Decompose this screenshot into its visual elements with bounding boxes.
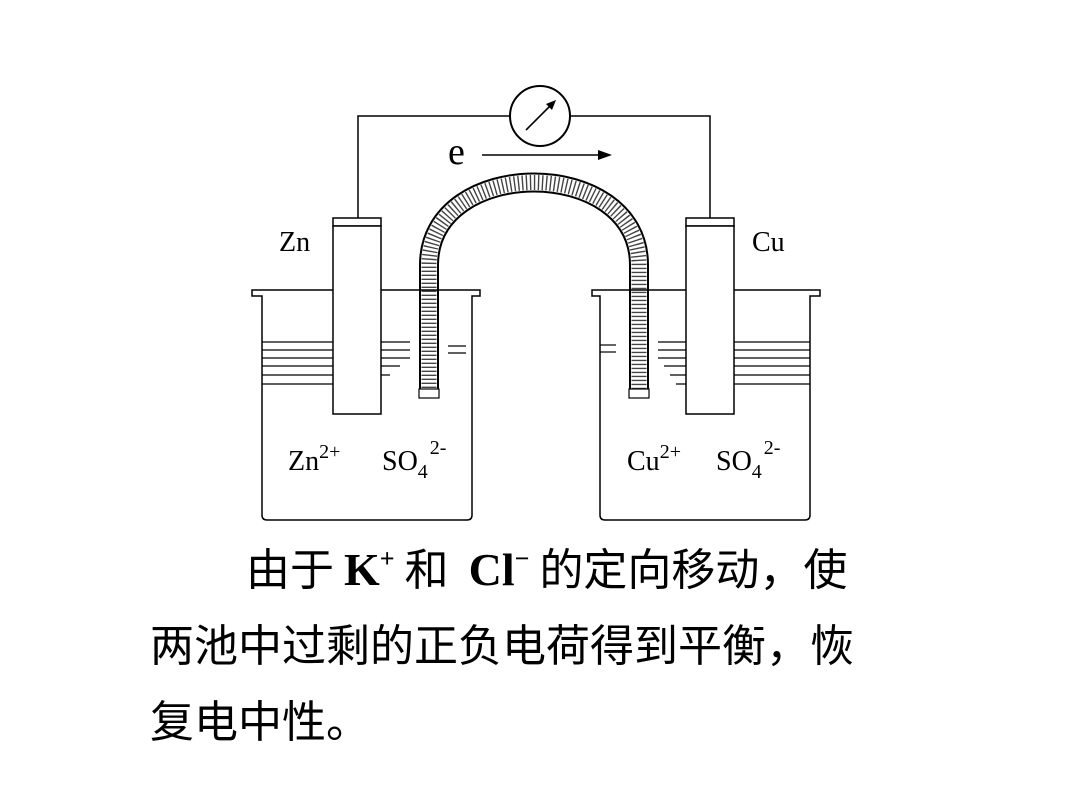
external-wire	[357, 115, 510, 218]
left-sulfate-ion: SO42-	[382, 437, 446, 483]
potassium-ion: K+	[344, 544, 395, 595]
right-metal-ion: Cu2+	[627, 441, 681, 477]
electron-label: e	[448, 131, 465, 173]
electron-flow-arrow-icon	[482, 150, 612, 160]
caption-line-3: 复电中性。	[150, 697, 370, 748]
zn-electrode-label: Zn	[279, 227, 310, 258]
caption-line-2: 两池中过剩的正负电荷得到平衡，恢	[150, 621, 854, 672]
chloride-ion: Cl−	[468, 544, 530, 595]
copper-electrode	[685, 217, 735, 415]
left-metal-ion: Zn2+	[288, 441, 340, 477]
salt-bridge	[418, 172, 650, 399]
caption-part-3: 的定向移动，使	[539, 545, 848, 596]
galvanometer-icon	[509, 85, 571, 147]
caption-part-1: 由于	[246, 545, 334, 596]
caption-part-2: 和	[404, 545, 449, 596]
right-sulfate-ion: SO42-	[716, 437, 780, 483]
external-wire-right	[570, 115, 711, 218]
zinc-electrode	[332, 217, 382, 415]
cu-electrode-label: Cu	[752, 227, 785, 258]
